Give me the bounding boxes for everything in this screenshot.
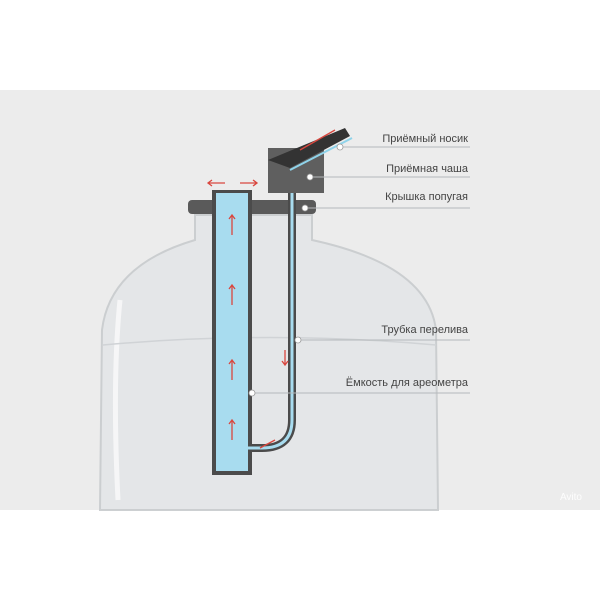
receiving-spout bbox=[268, 128, 350, 168]
glass-jar bbox=[98, 214, 440, 511]
label-overflow-tube: Трубка перелива bbox=[381, 324, 468, 336]
leader-lines bbox=[252, 146, 470, 394]
label-spout: Приёмный носик bbox=[382, 133, 468, 145]
flow-arrows bbox=[206, 129, 336, 449]
label-cup: Приёмная чаша bbox=[386, 163, 468, 175]
watermark: Avito bbox=[559, 492, 582, 503]
label-lid: Крышка попугая bbox=[385, 191, 468, 203]
jar-shine bbox=[112, 299, 123, 501]
label-hydrometer-container: Ёмкость для ареометра bbox=[345, 377, 468, 389]
